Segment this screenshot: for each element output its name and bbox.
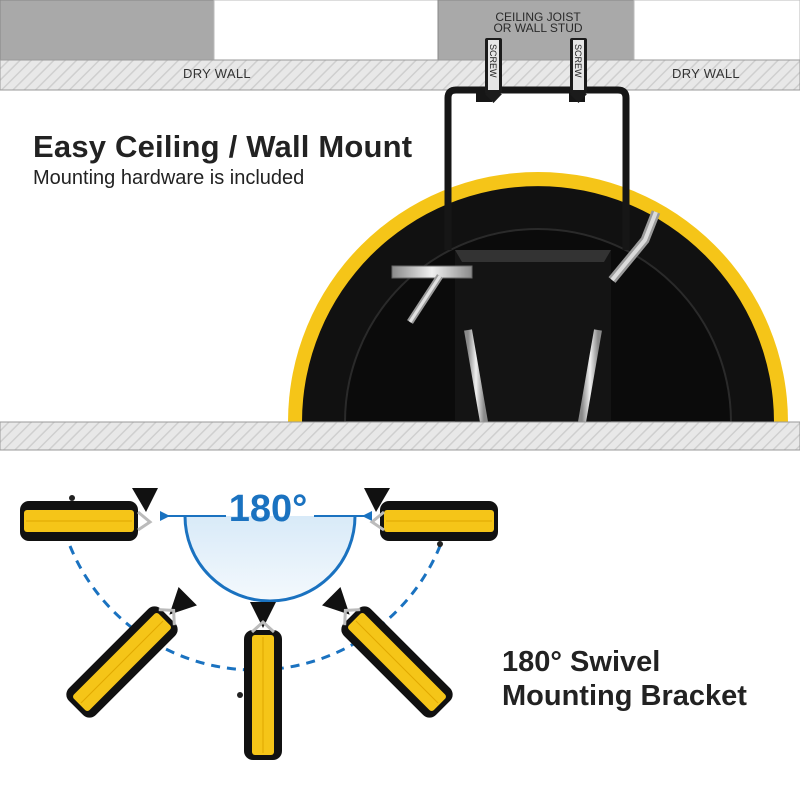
ceiling-framing [0, 0, 800, 61]
joist-label-line2: OR WALL STUD [493, 21, 583, 35]
drywall-top [0, 59, 800, 91]
joist-label-line1: CEILING JOIST [495, 10, 581, 24]
angle-arc [183, 515, 357, 603]
reel-position-left [20, 488, 158, 541]
drywall-label-right: DRY WALL [672, 66, 740, 81]
reel-position-center [237, 602, 282, 760]
drywall-label-left: DRY WALL [183, 66, 251, 81]
angle-sector [185, 516, 355, 601]
screw-right [570, 38, 587, 103]
headline: Easy Ceiling / Wall Mount [33, 129, 413, 164]
screw-left [485, 38, 502, 103]
subheadline: Mounting hardware is included [33, 167, 305, 189]
swivel-arc [68, 545, 442, 672]
swivel-title-line1: 180° Swivel [502, 646, 661, 678]
screw-label-left: SCREW [488, 44, 498, 78]
screw-label-right: SCREW [573, 44, 583, 78]
mounting-bracket [391, 86, 661, 423]
reel-position-lower-left [66, 587, 197, 718]
reel-position-right [364, 488, 498, 547]
reel-position-lower-right [322, 587, 453, 718]
swivel-angle-label: 180° [228, 488, 308, 530]
swivel-diagram [68, 511, 442, 672]
swivel-title-line2: Mounting Bracket [502, 680, 747, 712]
drywall-bottom [0, 421, 800, 451]
